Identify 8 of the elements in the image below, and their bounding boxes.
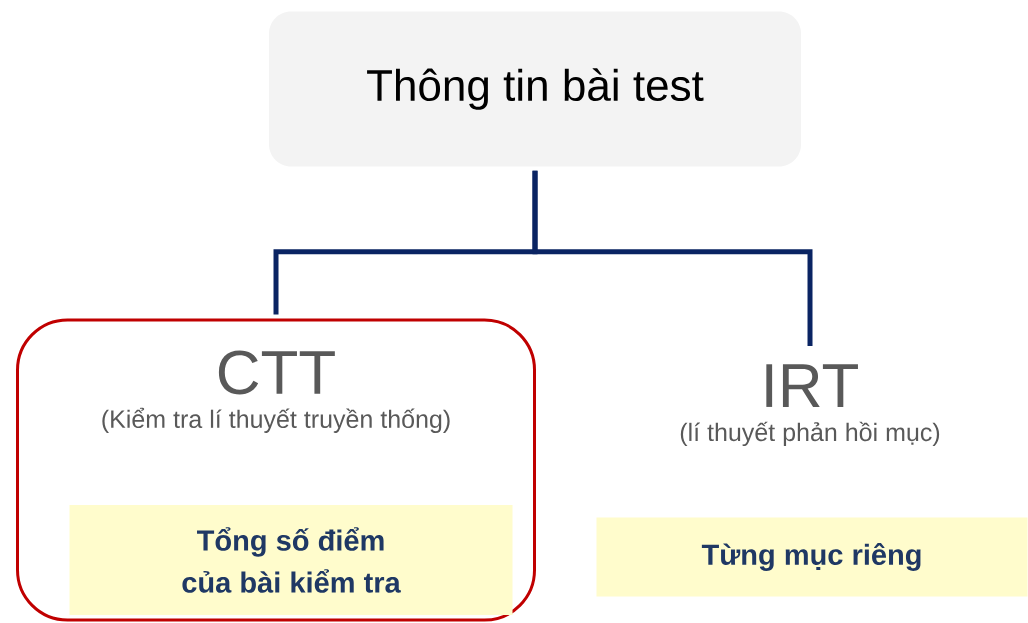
group-box (16, 318, 536, 622)
node-label: (Kiểm tra lí thuyết truyền thống) (102, 407, 450, 434)
highlight-box: Tổng số điểm của bài kiểm tra (69, 505, 513, 615)
connector (532, 170, 813, 346)
card: Thông tin bài test (269, 11, 801, 167)
node-label: CTT (218, 350, 335, 395)
heading-text: IRT (lí thuyết phản hồi mục) (680, 364, 940, 447)
highlight-box: Từng mục riêng (596, 517, 1028, 597)
